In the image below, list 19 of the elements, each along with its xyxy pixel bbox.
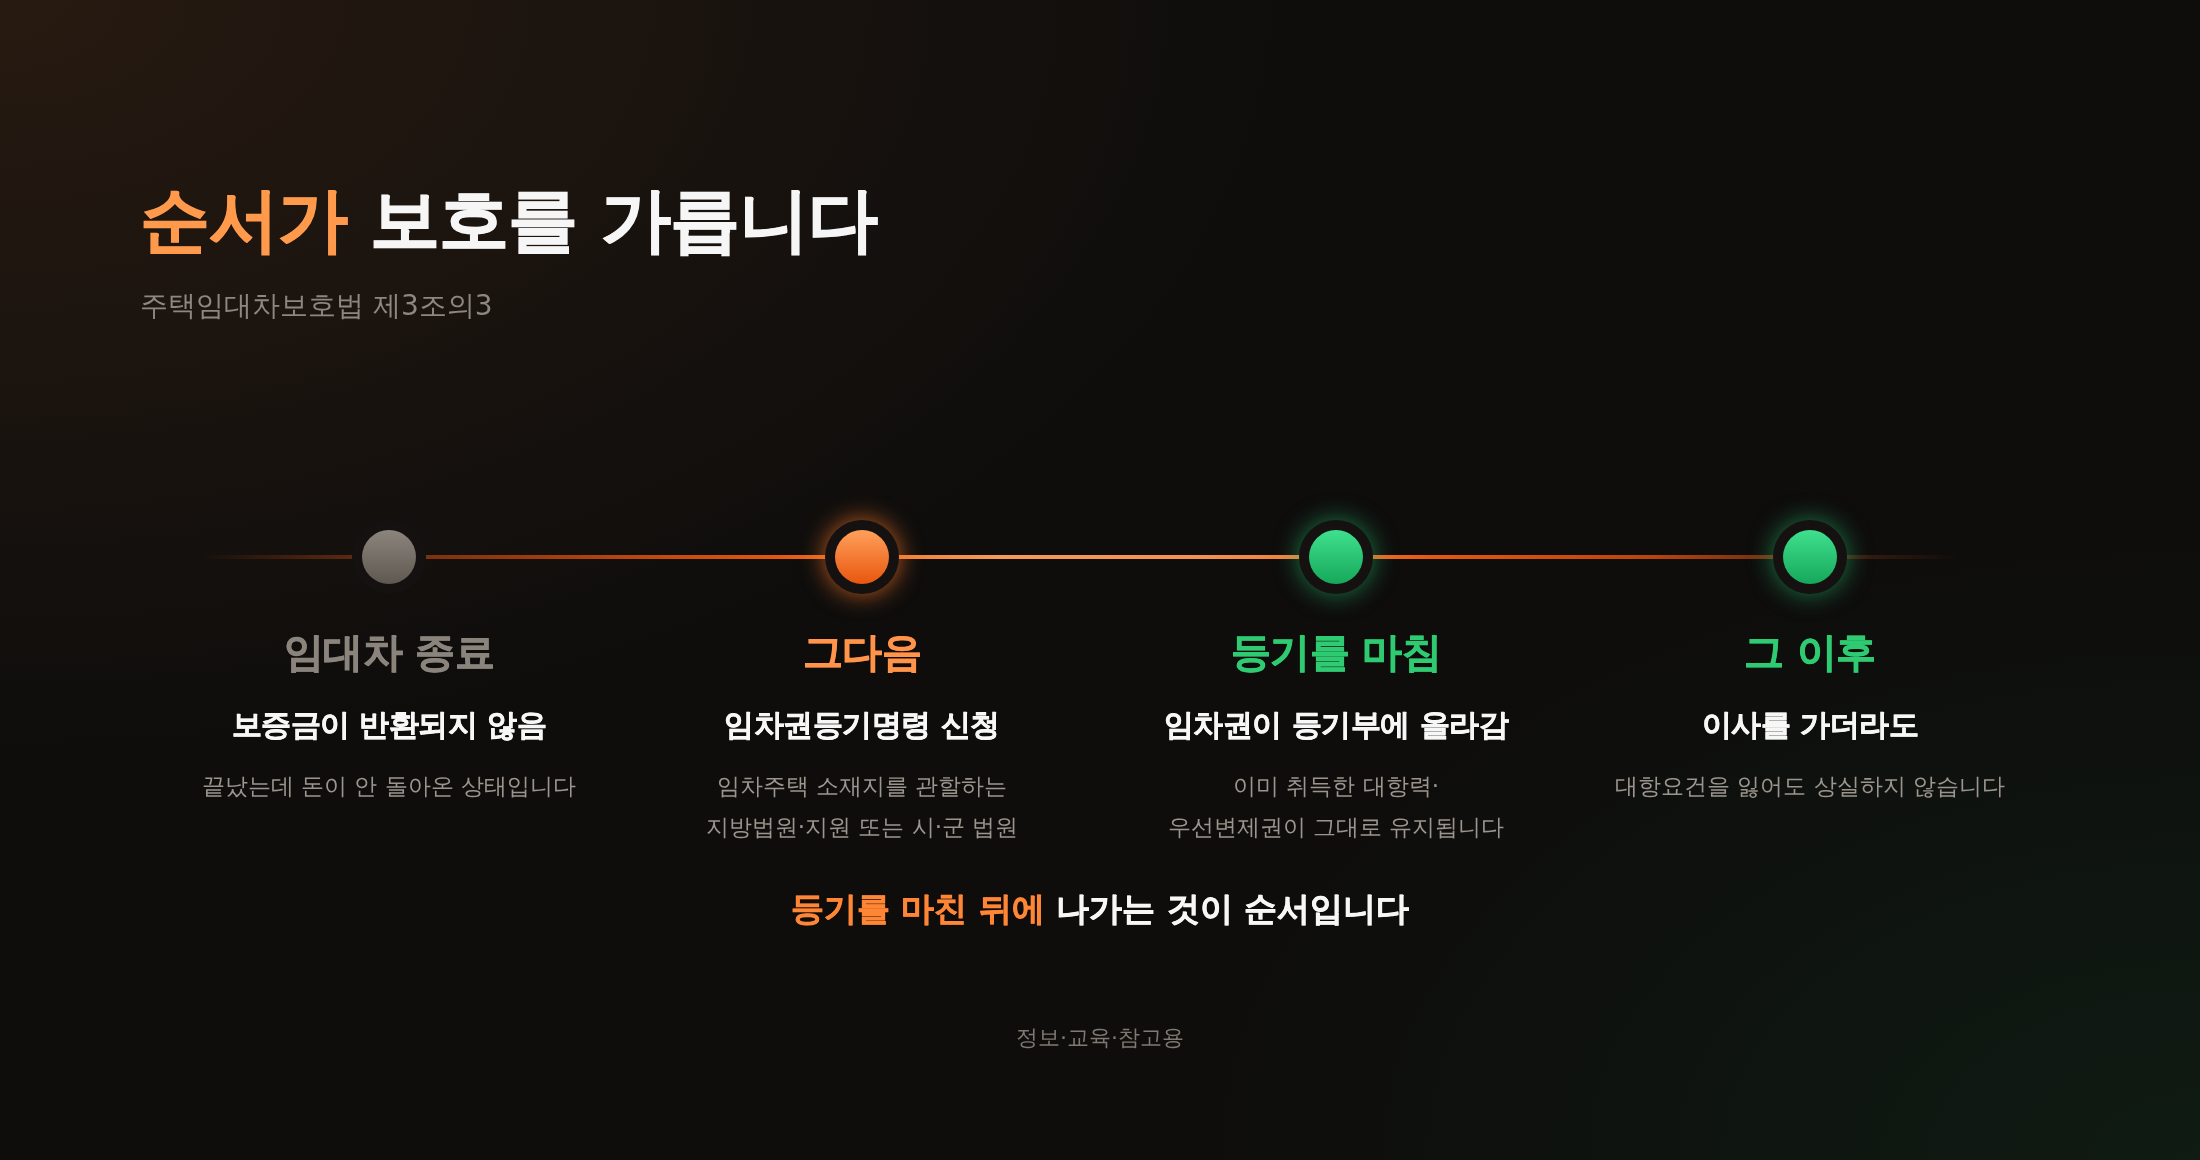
step-heading: 그 이후: [1744, 628, 1876, 676]
step-description: 이미 취득한 대항력· 우선변제권이 그대로 유지됩니다: [1166, 772, 1506, 842]
summary-text: 등기를 마친 뒤에 나가는 것이 순서입니다: [789, 888, 1411, 930]
timeline-line: [1082, 555, 1116, 559]
step-subheading: 이사를 가더라도: [1701, 707, 1919, 743]
timeline-line: [609, 555, 642, 559]
step-subheading: 보증금이 반환되지 않음: [231, 707, 547, 743]
step-subheading: 임차권이 등기부에 올라감: [1163, 707, 1509, 743]
step-description: 끝났는데 돈이 안 돌아온 상태입니다: [201, 772, 577, 801]
step-subheading: 임차권등기명령 신청: [724, 707, 1000, 743]
footer-note: 정보·교육·참고용: [1015, 1024, 1185, 1052]
subtitle-text: 주택임대차보호법 제3조의3: [140, 289, 493, 323]
timeline-line: [1556, 555, 1590, 559]
step-heading: 그다음: [802, 628, 922, 676]
step-description: 임차주택 소재지를 관할하는 지방법원·지원 또는 시·군 법원: [704, 772, 1020, 842]
step-description: 대항요건을 잃어도 상실하지 않습니다: [1615, 772, 2005, 801]
page-title: 순서가 보호를 가릅니다: [140, 178, 877, 262]
step-heading: 임대차 종료: [283, 628, 495, 676]
step-heading: 등기를 마침: [1230, 628, 1442, 676]
